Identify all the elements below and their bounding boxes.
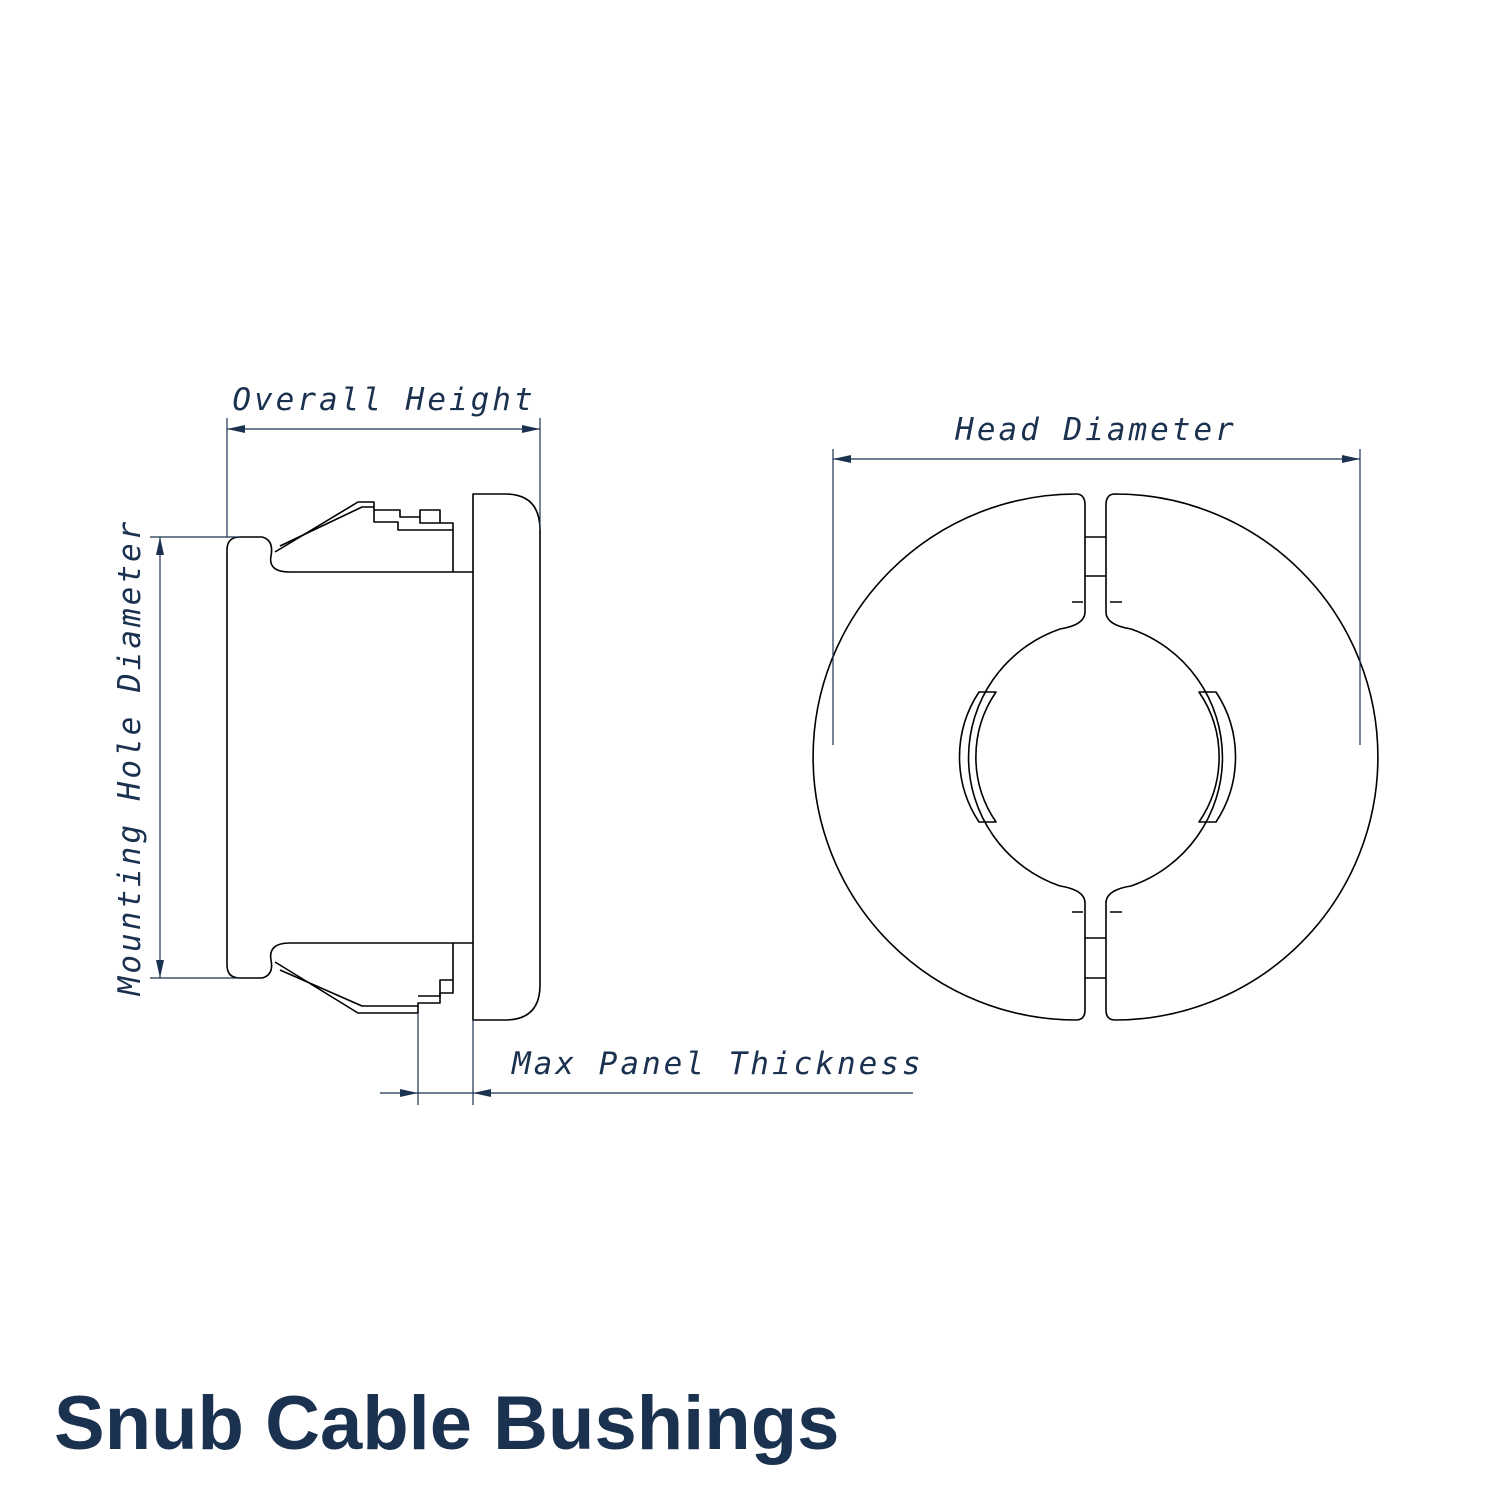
overall-height-label: Overall Height xyxy=(232,382,535,418)
mounting-hole-arrow-bottom xyxy=(156,960,164,978)
side-view: Overall Height Mounting Hole Diameter Ma… xyxy=(112,382,924,1105)
bushing-right-half xyxy=(1105,493,1379,1021)
upper-barb xyxy=(274,501,454,572)
head-diameter-label: Head Diameter xyxy=(954,412,1237,448)
panel-thickness-arrow-left xyxy=(400,1089,418,1097)
overall-height-arrow-right xyxy=(522,425,540,433)
front-view: Head Diameter xyxy=(812,412,1379,1021)
mounting-hole-diameter-label: Mounting Hole Diameter xyxy=(112,519,148,997)
overall-height-arrow-left xyxy=(227,425,245,433)
hinge-top xyxy=(1072,536,1122,603)
hinge-bottom xyxy=(1072,911,1122,979)
mounting-hole-arrow-top xyxy=(156,537,164,555)
inner-grip-left xyxy=(958,691,997,823)
head-diameter-arrow-left xyxy=(833,455,851,463)
upper-barb-steps xyxy=(279,506,453,547)
lower-barb-steps xyxy=(279,969,453,1007)
bushing-left-half xyxy=(812,493,1086,1021)
inner-grip-right xyxy=(1198,691,1237,823)
lower-barb xyxy=(274,943,454,1014)
bushing-body xyxy=(226,536,473,979)
head-diameter-arrow-right xyxy=(1342,455,1360,463)
page-title: Snub Cable Bushings xyxy=(54,1381,840,1466)
max-panel-thickness-label: Max Panel Thickness xyxy=(511,1046,924,1082)
panel-thickness-arrow-right xyxy=(473,1089,491,1097)
bushing-head-flange xyxy=(472,493,541,1021)
